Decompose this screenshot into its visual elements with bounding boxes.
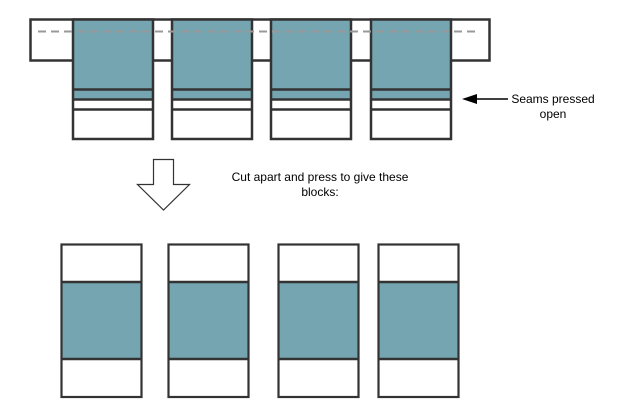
- seam-allowance: [172, 99, 252, 110]
- sewn-strip-3: [269, 18, 353, 141]
- seam-allowance: [371, 99, 451, 110]
- callout-label-line2: open: [539, 107, 567, 121]
- callout-arrow-head-icon: [462, 94, 477, 104]
- result-block-4: [377, 243, 460, 399]
- instruction-line2: blocks:: [301, 185, 339, 199]
- block-fabric-center: [61, 282, 142, 359]
- fabric-panel: [172, 19, 252, 100]
- callout-label-line1: Seams pressed: [511, 92, 595, 106]
- result-block-3: [277, 243, 360, 399]
- white-strip: [371, 109, 451, 139]
- block-outline: [60, 243, 143, 399]
- block-bottom-white: [168, 359, 249, 397]
- block-bottom-white: [278, 359, 359, 397]
- white-strip: [73, 109, 153, 139]
- block-bottom-white: [378, 359, 459, 397]
- strip-outline: [71, 18, 155, 141]
- block-top-white: [168, 244, 249, 282]
- sewn-strip-4: [369, 18, 453, 141]
- block-fabric-center: [168, 282, 249, 359]
- instruction-line1: Cut apart and press to give these: [231, 170, 409, 184]
- block-fabric-center: [278, 282, 359, 359]
- white-strip: [172, 109, 252, 139]
- down-arrow-icon: [136, 158, 191, 211]
- fabric-panel: [371, 19, 451, 100]
- sewn-strip-2: [170, 18, 254, 141]
- fabric-panel: [73, 19, 153, 100]
- fabric-panel: [271, 19, 351, 100]
- block-top-white: [278, 244, 359, 282]
- block-fabric-center: [378, 282, 459, 359]
- sewn-strip-1: [71, 18, 155, 141]
- block-top-white: [378, 244, 459, 282]
- strip-outline: [269, 18, 353, 141]
- block-outline: [277, 243, 360, 399]
- white-strip: [271, 109, 351, 139]
- block-bottom-white: [61, 359, 142, 397]
- seam-allowance: [271, 99, 351, 110]
- block-outline: [377, 243, 460, 399]
- result-block-2: [167, 243, 250, 399]
- callout-label: Seams pressed open: [503, 92, 603, 122]
- block-outline: [167, 243, 250, 399]
- result-block-1: [60, 243, 143, 399]
- block-top-white: [61, 244, 142, 282]
- strip-outline: [369, 18, 453, 141]
- strip-outline: [170, 18, 254, 141]
- seam-allowance: [73, 99, 153, 110]
- instruction-text: Cut apart and press to give these blocks…: [205, 170, 435, 200]
